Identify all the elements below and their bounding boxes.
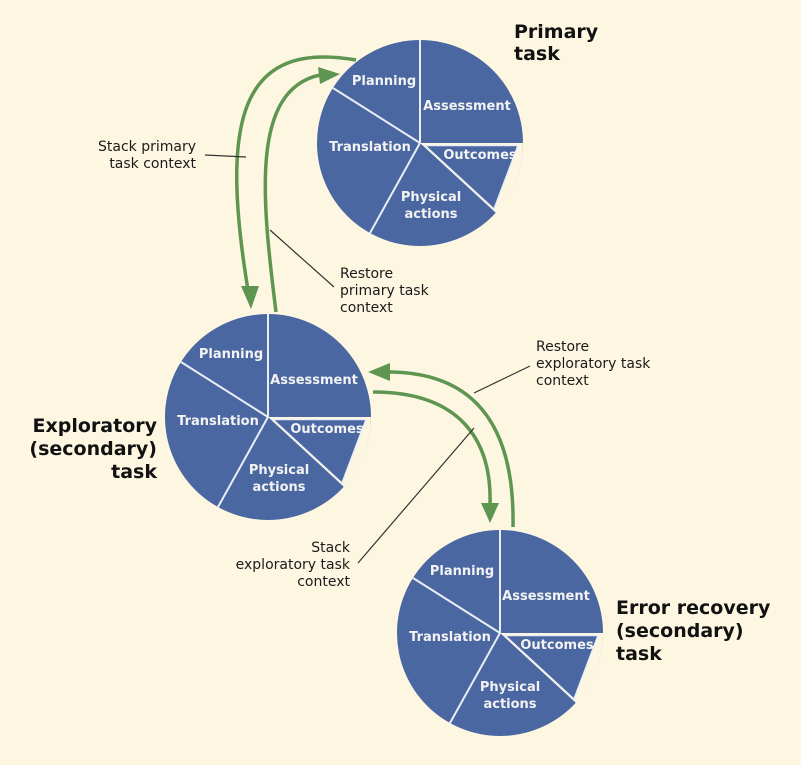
slice-assessment: Assessment: [270, 373, 358, 388]
svg-text:(secondary): (secondary): [29, 438, 157, 460]
svg-text:primary task: primary task: [340, 283, 430, 299]
slice-physical-actions-1: Physical: [249, 463, 309, 478]
svg-text:task: task: [111, 461, 157, 483]
svg-text:Stack: Stack: [311, 540, 351, 556]
arrowhead-icon: [318, 67, 340, 84]
arrowhead-icon: [481, 503, 499, 523]
svg-text:task: task: [514, 43, 560, 65]
pie-exploratory: Planning Assessment Translation Outcomes…: [164, 313, 373, 521]
slice-translation: Translation: [177, 414, 259, 429]
callout-restore-primary: Restore primary task context: [340, 266, 430, 316]
slice-outcomes: Outcomes: [520, 638, 594, 653]
pie-error-recovery: Planning Assessment Translation Outcomes…: [396, 529, 605, 737]
slice-physical-actions-2: actions: [404, 207, 457, 222]
svg-text:Stack primary: Stack primary: [98, 139, 196, 155]
svg-text:Exploratory: Exploratory: [33, 415, 158, 437]
svg-text:exploratory task: exploratory task: [536, 356, 651, 372]
callout-line-stack-primary: [204, 154, 247, 158]
callout-line-stack-exploratory: [357, 427, 475, 564]
svg-text:task: task: [616, 643, 662, 665]
slice-assessment: Assessment: [502, 589, 590, 604]
slice-outcomes: Outcomes: [290, 422, 364, 437]
arrow-stack-primary: [235, 55, 357, 291]
slice-planning: Planning: [352, 74, 416, 89]
callout-stack-exploratory: Stack exploratory task context: [236, 540, 351, 590]
slice-outcomes: Outcomes: [443, 148, 517, 163]
svg-text:Primary: Primary: [514, 21, 599, 43]
svg-text:context: context: [340, 300, 393, 316]
svg-text:Restore: Restore: [340, 266, 393, 282]
svg-text:exploratory task: exploratory task: [236, 557, 351, 573]
svg-text:task context: task context: [109, 156, 196, 172]
callout-stack-primary: Stack primary task context: [98, 139, 197, 172]
arrowhead-icon: [241, 286, 259, 309]
arrowhead-icon: [368, 363, 390, 381]
arrow-restore-exploratory: [387, 370, 515, 528]
callout-line-restore-exploratory: [473, 365, 531, 394]
svg-text:context: context: [297, 574, 350, 590]
pie-primary: Planning Assessment Translation Outcomes…: [316, 39, 525, 247]
slice-planning: Planning: [430, 564, 494, 579]
callout-restore-exploratory: Restore exploratory task context: [536, 339, 651, 389]
svg-text:Restore: Restore: [536, 339, 589, 355]
arrow-restore-primary: [263, 73, 321, 313]
title-primary: Primary task: [514, 21, 599, 65]
svg-text:context: context: [536, 373, 589, 389]
slice-physical-actions-1: Physical: [401, 190, 461, 205]
slice-assessment: Assessment: [423, 99, 511, 114]
slice-translation: Translation: [409, 630, 491, 645]
slice-physical-actions-2: actions: [483, 697, 536, 712]
slice-physical-actions-1: Physical: [480, 680, 540, 695]
callout-line-restore-primary: [269, 229, 335, 288]
slice-physical-actions-2: actions: [252, 480, 305, 495]
svg-text:Error recovery: Error recovery: [616, 597, 771, 619]
title-error-recovery: Error recovery (secondary) task: [616, 597, 771, 665]
arrow-stack-exploratory: [372, 390, 492, 506]
slice-planning: Planning: [199, 347, 263, 362]
slice-translation: Translation: [329, 140, 411, 155]
title-exploratory: Exploratory (secondary) task: [29, 415, 157, 483]
svg-text:(secondary): (secondary): [616, 620, 744, 642]
